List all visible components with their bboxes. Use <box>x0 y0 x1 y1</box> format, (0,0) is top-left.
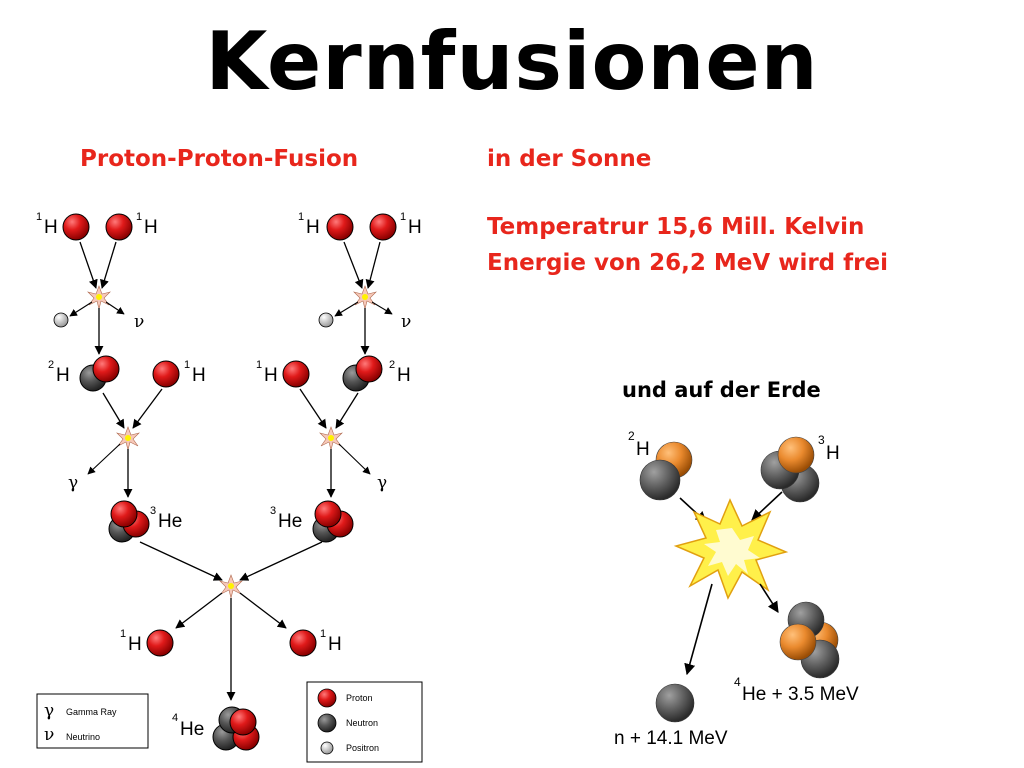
mass-label: 2 <box>389 359 395 371</box>
deuterium-label: H <box>397 365 411 386</box>
neutrino-symbol: ν <box>401 312 411 332</box>
proton <box>355 355 383 383</box>
mass-label: 1 <box>298 211 304 223</box>
legend-particles: Proton Neutron Positron <box>306 681 423 763</box>
gamma-symbol: γ <box>377 473 387 493</box>
proton <box>314 500 342 528</box>
hydrogen-label: H <box>306 217 320 238</box>
sun-energy: Energie von 26,2 MeV wird frei <box>487 250 888 276</box>
mass-label: 1 <box>184 359 190 371</box>
fusion-burst <box>353 285 377 310</box>
legend-positron-label: Positron <box>346 743 379 753</box>
proton <box>146 629 174 657</box>
legend-proton-dot <box>317 688 337 708</box>
positron <box>318 312 334 328</box>
helium-mass: 4 <box>734 675 741 689</box>
earth-heading: und auf der Erde <box>622 378 821 402</box>
proton <box>105 213 133 241</box>
mass-label: 1 <box>320 628 326 640</box>
neutron-energy-label: n + 14.1 MeV <box>614 728 728 749</box>
fusion-burst <box>87 285 111 310</box>
slide-title: Kernfusionen <box>205 15 819 108</box>
legend-positron-dot <box>320 741 334 755</box>
proton <box>326 213 354 241</box>
proton <box>282 360 310 388</box>
hydrogen-label: H <box>264 365 278 386</box>
legend-nu-symbol: ν <box>44 725 54 745</box>
dt-fusion-diagram: 2 H 3 H n + 14.1 MeV 4 He + 3.5 MeV <box>614 429 859 749</box>
mass-label: 3 <box>270 505 276 517</box>
tritium-mass: 3 <box>818 433 825 447</box>
legend-gamma-symbol: γ <box>44 701 54 721</box>
legend-proton-label: Proton <box>346 693 373 703</box>
mass-label: 2 <box>48 359 54 371</box>
mass-label: 3 <box>150 505 156 517</box>
tritium-symbol: H <box>826 443 840 464</box>
mass-label: 4 <box>172 712 178 724</box>
pp-heading: Proton-Proton-Fusion <box>80 146 359 172</box>
mass-label: 1 <box>256 359 262 371</box>
legend-neutron-dot <box>317 713 337 733</box>
sun-heading: in der Sonne <box>487 146 652 172</box>
legend-gamma-label: Gamma Ray <box>66 707 117 717</box>
proton <box>92 355 120 383</box>
deuterium-symbol: H <box>636 439 650 460</box>
hydrogen-label: H <box>408 217 422 238</box>
legend-neutron-label: Neutron <box>346 718 378 728</box>
legend-radiation: γ Gamma Ray ν Neutrino <box>36 693 149 749</box>
deuterium-label: H <box>56 365 70 386</box>
hydrogen-label: H <box>128 634 142 655</box>
neutron <box>639 459 681 501</box>
gamma-symbol: γ <box>68 473 78 493</box>
hydrogen-label: H <box>328 634 342 655</box>
sun-temperature: Temperatrur 15,6 Mill. Kelvin <box>487 214 865 240</box>
helium3-label: He <box>158 511 182 532</box>
positron <box>53 312 69 328</box>
neutron <box>655 683 695 723</box>
hydrogen-label: H <box>144 217 158 238</box>
proton-orange <box>779 623 817 661</box>
fusion-burst <box>319 426 343 451</box>
helium3-label: He <box>278 511 302 532</box>
helium-energy-label: He + 3.5 MeV <box>742 684 859 705</box>
proton <box>110 500 138 528</box>
mass-label: 1 <box>400 211 406 223</box>
mass-label: 1 <box>120 628 126 640</box>
fusion-burst <box>116 426 140 451</box>
hydrogen-label: H <box>44 217 58 238</box>
proton <box>152 360 180 388</box>
fusion-burst <box>219 574 243 599</box>
mass-label: 1 <box>36 211 42 223</box>
neutrino-symbol: ν <box>134 312 144 332</box>
deuterium-mass: 2 <box>628 429 635 443</box>
legend-nu-label: Neutrino <box>66 732 100 742</box>
proton-orange <box>777 436 815 474</box>
mass-label: 1 <box>136 211 142 223</box>
proton <box>229 708 257 736</box>
hydrogen-label: H <box>192 365 206 386</box>
helium4-label: He <box>180 719 204 740</box>
proton <box>62 213 90 241</box>
proton <box>289 629 317 657</box>
proton <box>369 213 397 241</box>
